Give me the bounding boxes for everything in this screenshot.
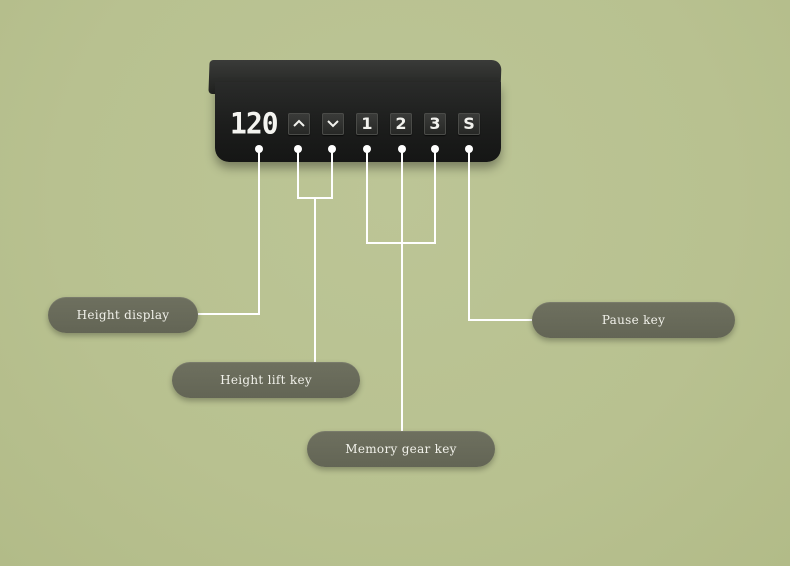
save-key[interactable]: S [458, 113, 480, 135]
label-height-lift-key: Height lift key [172, 362, 360, 398]
label-height-display: Height display [48, 297, 198, 333]
down-key[interactable] [322, 113, 344, 135]
chevron-down-icon [327, 120, 339, 128]
memory-key-1[interactable]: 1 [356, 113, 378, 135]
label-memory-gear-key: Memory gear key [307, 431, 495, 467]
up-key[interactable] [288, 113, 310, 135]
memory-key-3[interactable]: 3 [424, 113, 446, 135]
label-pause-key: Pause key [532, 302, 735, 338]
memory-key-2[interactable]: 2 [390, 113, 412, 135]
leader-pause-key [468, 149, 532, 321]
chevron-up-icon [293, 119, 305, 127]
leader-height-display [198, 149, 260, 315]
height-display-readout: 120 [230, 106, 279, 141]
